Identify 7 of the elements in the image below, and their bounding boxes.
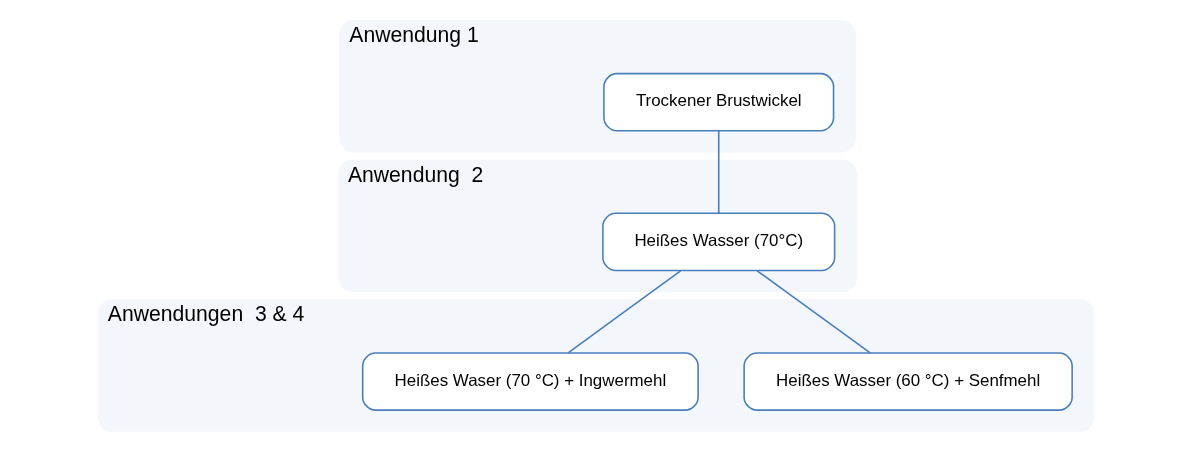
node-box: Heißes Waser (70 °C) + Ingwermehl — [361, 352, 699, 411]
connector — [756, 269, 871, 354]
node-box: Heißes Wasser (70°C) — [602, 212, 836, 272]
node-box: Heißes Wasser (60 °C) + Senfmehl — [743, 352, 1073, 411]
node-box: Trockener Brustwickel — [603, 72, 835, 132]
connector — [717, 130, 720, 214]
connector — [567, 269, 682, 354]
